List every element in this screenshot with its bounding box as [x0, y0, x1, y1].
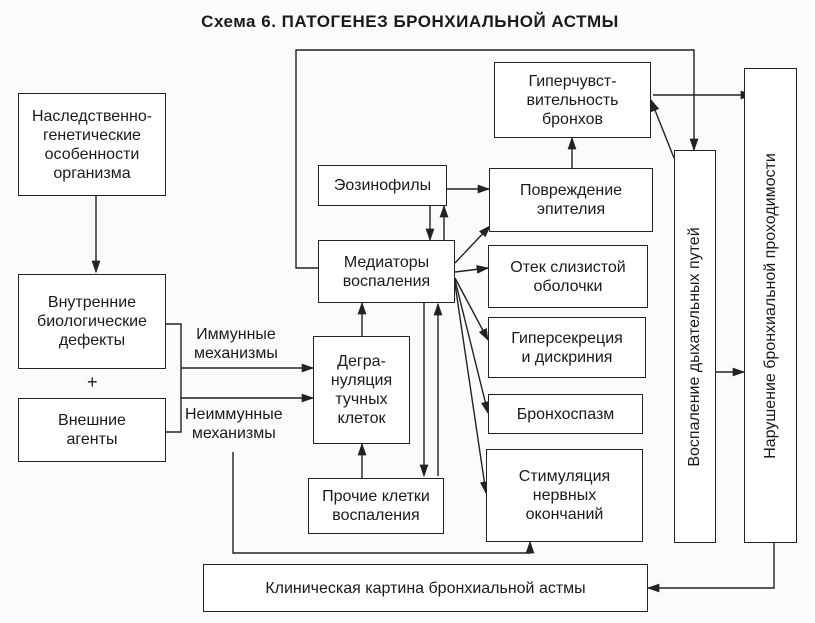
arrow-mediators-loop	[295, 49, 699, 269]
node-airway-inflammation: Воспаление дыхательных путей	[674, 150, 716, 543]
node-external-agents: Внешние агенты	[18, 398, 166, 462]
node-mediators: Медиаторы воспаления	[318, 240, 455, 303]
arrow-obstruction-to-clinical	[646, 543, 775, 593]
plus-sign: +	[87, 372, 98, 392]
label-immune-mechanisms: Иммунные механизмы	[194, 326, 278, 362]
bronchial-obstruction-label: Нарушение бронхиальной проходимости	[761, 152, 779, 459]
node-epithelium-damage: Повреждение эпителия	[489, 168, 653, 232]
arrow-mediators-to-epithelium	[454, 225, 491, 264]
node-bronchial-obstruction: Нарушение бронхиальной проходимости	[744, 68, 797, 543]
node-nerve-stimulation: Стимуляция нервных окончаний	[486, 449, 643, 542]
arrow-mediators-to-hypersecretion	[454, 277, 489, 342]
node-other-cells: Прочие клетки воспаления	[308, 478, 444, 534]
node-bronchospasm: Бронхоспазм	[488, 394, 643, 434]
node-hypersecretion: Гиперсекреция и дискриния	[488, 317, 646, 378]
arrow-inflammation-to-hypersensitivity	[650, 98, 675, 159]
node-hypersensitivity: Гиперчувст- вительность бронхов	[494, 62, 651, 138]
arrow-mediators-to-edema	[454, 264, 490, 274]
node-mucosa-edema: Отек слизистой оболочки	[488, 245, 648, 308]
diagram-title: Схема 6. ПАТОГЕНЕЗ БРОНХИАЛЬНОЙ АСТМЫ	[201, 12, 619, 31]
bracket-causes	[166, 323, 182, 433]
node-internal-defects: Внутренние биологические дефекты	[18, 274, 166, 369]
arrow-nonimmune-to-nerves	[232, 452, 535, 554]
node-heredity: Наследственно- генетические особенности …	[18, 93, 166, 196]
arrow-mediators-to-bronchospasm	[454, 279, 490, 415]
node-eosinophils: Эозинофилы	[318, 165, 447, 206]
label-nonimmune-mechanisms: Неиммунные механизмы	[185, 406, 283, 442]
node-clinical-picture: Клиническая картина бронхиальной астмы	[203, 564, 648, 612]
airway-inflammation-label: Воспаление дыхательных путей	[686, 226, 703, 467]
node-degranulation: Дегра- нуляция тучных клеток	[313, 336, 410, 444]
arrow-mediators-to-nerves	[454, 283, 489, 495]
